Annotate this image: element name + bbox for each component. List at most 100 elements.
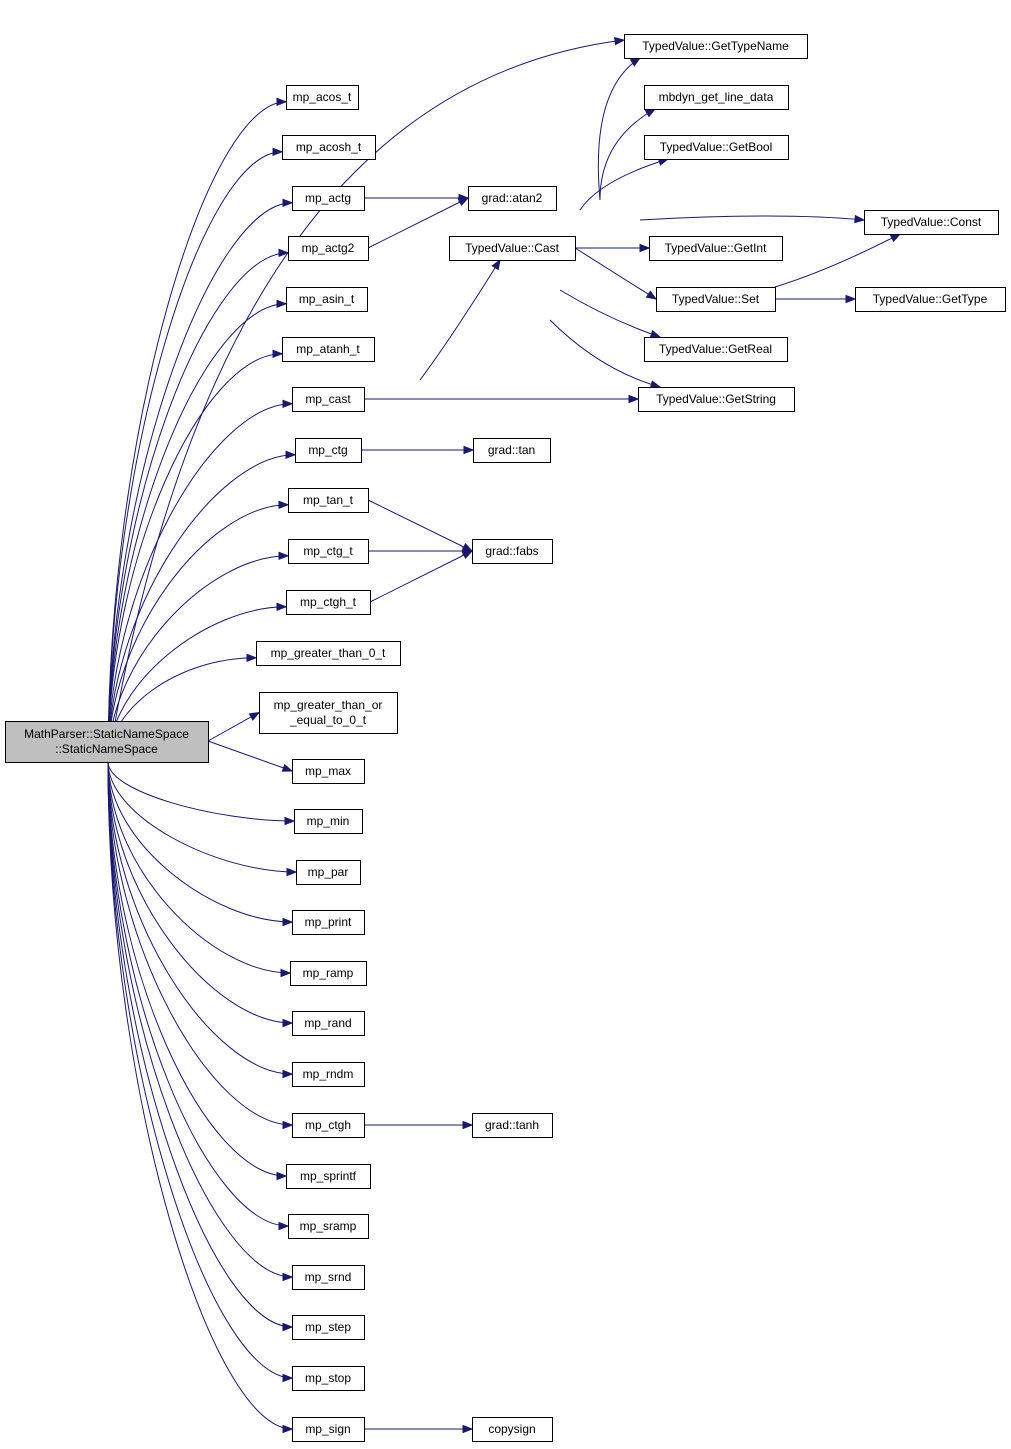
- node-mp-actg2[interactable]: mp_actg2: [288, 236, 369, 261]
- node-mp-acosh-t[interactable]: mp_acosh_t: [282, 135, 376, 160]
- node-mp-sprintf[interactable]: mp_sprintf: [286, 1164, 371, 1189]
- node-label: mp_cast: [305, 392, 351, 406]
- node-box: [292, 1265, 365, 1290]
- arrowhead-tv-gettypename: [614, 36, 626, 46]
- node-box: [286, 287, 368, 312]
- node-box: [282, 337, 375, 362]
- node-label: mp_greater_than_0_t: [271, 646, 386, 660]
- node-label: mp_tan_t: [303, 493, 354, 507]
- node-label: mp_ctgh_t: [300, 595, 357, 609]
- arrowhead-mp-tan-t: [278, 500, 290, 510]
- node-tv-getreal[interactable]: TypedValue::GetReal: [644, 337, 788, 362]
- edge-tv-cast-to-tv-getreal: [559, 289, 661, 338]
- arrowhead-tv-getreal: [649, 329, 662, 338]
- node-label: mp_max: [305, 764, 351, 778]
- node-label: MathParser::StaticNameSpace: [24, 727, 189, 741]
- edge-root-to-mp-ramp: [107, 761, 291, 974]
- arrowhead-mp-print: [282, 917, 294, 927]
- arrowhead-mp-cast: [282, 399, 294, 409]
- node-label: mbdyn_get_line_data: [659, 90, 774, 104]
- edge-root-to-mp-sprintf: [107, 761, 287, 1177]
- node-mp-print[interactable]: mp_print: [292, 910, 365, 935]
- node-tv-gettypename[interactable]: TypedValue::GetTypeName: [624, 34, 808, 59]
- node-mp-greater-than-0-t[interactable]: mp_greater_than_0_t: [256, 641, 401, 666]
- node-tv-cast[interactable]: TypedValue::Cast: [449, 236, 576, 261]
- arrowhead-mp-rand: [282, 1018, 294, 1028]
- node-mp-acos-t[interactable]: mp_acos_t: [286, 85, 359, 110]
- edge-root-to-mp-max: [207, 740, 293, 772]
- node-label: mp_ramp: [303, 966, 354, 980]
- node-mp-min[interactable]: mp_min: [294, 809, 363, 834]
- root-node[interactable]: MathParser::StaticNameSpace::StaticNameS…: [5, 721, 209, 763]
- node-tv-getstring[interactable]: TypedValue::GetString: [638, 387, 795, 412]
- arrowhead-grad-atan2: [457, 197, 470, 207]
- node-mp-cast[interactable]: mp_cast: [292, 387, 365, 412]
- node-mp-actg[interactable]: mp_actg: [292, 186, 365, 211]
- node-label: mp_acos_t: [293, 90, 352, 104]
- edge-root-to-mp-sramp: [107, 761, 289, 1227]
- node-mp-par[interactable]: mp_par: [296, 860, 361, 885]
- node-mp-asin-t[interactable]: mp_asin_t: [286, 287, 368, 312]
- node-grad-tan[interactable]: grad::tan: [473, 438, 551, 463]
- node-mp-sign[interactable]: mp_sign: [292, 1417, 365, 1442]
- arrowhead-mp-rndm: [282, 1069, 294, 1079]
- node-mp-tan-t[interactable]: mp_tan_t: [288, 488, 369, 513]
- node-grad-tanh[interactable]: grad::tanh: [472, 1113, 553, 1138]
- arrowhead-grad-tanh: [462, 1120, 474, 1130]
- node-label: mp_asin_t: [299, 292, 355, 306]
- node-mp-ramp[interactable]: mp_ramp: [290, 961, 367, 986]
- node-box: [292, 1113, 365, 1138]
- node-box: [644, 135, 789, 160]
- node-mp-ctg-t[interactable]: mp_ctg_t: [288, 539, 369, 564]
- edge-root-to-mp-ctgh: [107, 761, 293, 1126]
- node-mp-sramp[interactable]: mp_sramp: [288, 1214, 369, 1239]
- edge-tv-cast-to-mbdyn-get-line-data: [599, 108, 656, 201]
- node-label: TypedValue::Cast: [465, 241, 559, 255]
- node-mp-srnd[interactable]: mp_srnd: [292, 1265, 365, 1290]
- arrowhead-mp-par: [286, 867, 298, 877]
- node-label: mp_greater_than_or: [274, 698, 383, 712]
- node-box: [288, 539, 369, 564]
- edge-mp-cast-to-tv-cast: [419, 259, 501, 381]
- arrowhead-mp-min: [284, 816, 296, 826]
- nodes-layer: MathParser::StaticNameSpace::StaticNameS…: [5, 34, 1006, 1442]
- node-grad-atan2[interactable]: grad::atan2: [468, 186, 557, 211]
- node-mp-ctg[interactable]: mp_ctg: [295, 438, 362, 463]
- node-tv-const[interactable]: TypedValue::Const: [864, 210, 999, 235]
- node-box: [292, 1417, 365, 1442]
- edge-tv-cast-to-tv-set: [574, 247, 657, 300]
- node-tv-getint[interactable]: TypedValue::GetInt: [649, 236, 783, 261]
- node-tv-getbool[interactable]: TypedValue::GetBool: [644, 135, 789, 160]
- node-label: mp_ctg: [308, 443, 347, 457]
- node-box: [644, 85, 789, 110]
- edge-root-to-mp-srnd: [107, 761, 293, 1278]
- node-box: [468, 186, 557, 211]
- node-mp-rndm[interactable]: mp_rndm: [292, 1062, 365, 1087]
- edges-layer: [107, 36, 902, 1434]
- arrowhead-mp-stop: [282, 1373, 294, 1383]
- node-box: [288, 1214, 369, 1239]
- node-mp-greater-than-or-equal-to-0-t[interactable]: mp_greater_than_or_equal_to_0_t: [259, 692, 398, 734]
- node-mbdyn-get-line-data[interactable]: mbdyn_get_line_data: [644, 85, 789, 110]
- node-mp-max[interactable]: mp_max: [292, 759, 365, 784]
- node-box: [292, 1315, 365, 1340]
- arrowhead-tv-cast: [491, 258, 501, 271]
- node-mp-ctgh-t[interactable]: mp_ctgh_t: [286, 590, 371, 615]
- node-grad-fabs[interactable]: grad::fabs: [472, 539, 553, 564]
- node-copysign[interactable]: copysign: [472, 1417, 553, 1442]
- arrowhead-mp-ctgh: [282, 1120, 294, 1130]
- node-mp-stop[interactable]: mp_stop: [292, 1366, 365, 1391]
- node-mp-ctgh[interactable]: mp_ctgh: [292, 1113, 365, 1138]
- node-mp-atanh-t[interactable]: mp_atanh_t: [282, 337, 375, 362]
- edge-root-to-mp-step: [107, 761, 293, 1328]
- node-box: [294, 809, 363, 834]
- node-label: _equal_to_0_t: [289, 713, 367, 727]
- edge-root-to-mp-actg2: [107, 252, 289, 763]
- node-mp-step[interactable]: mp_step: [292, 1315, 365, 1340]
- node-mp-rand[interactable]: mp_rand: [292, 1011, 365, 1036]
- node-tv-gettype[interactable]: TypedValue::GetType: [855, 287, 1006, 312]
- node-label: TypedValue::GetTypeName: [642, 39, 789, 53]
- node-tv-set[interactable]: TypedValue::Set: [656, 287, 776, 312]
- node-box: [864, 210, 999, 235]
- edge-root-to-mp-ctg: [107, 454, 296, 763]
